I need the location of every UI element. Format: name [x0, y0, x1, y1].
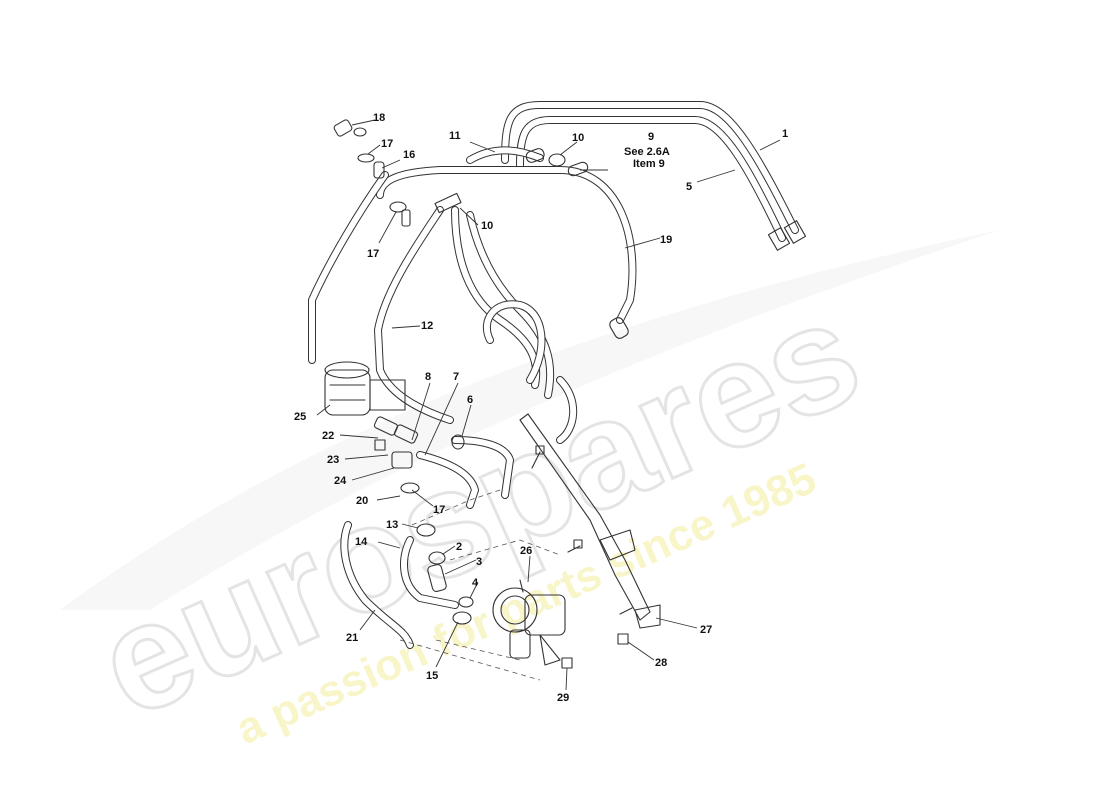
callout-9: 9 — [648, 131, 654, 143]
callout-20: 20 — [356, 495, 368, 507]
air-pump-25-icon — [324, 361, 406, 416]
callout-24: 24 — [334, 475, 347, 487]
hose-stub-icon — [525, 148, 545, 163]
valve-block-icon — [373, 416, 420, 494]
callout-7: 7 — [453, 371, 459, 383]
callout-28: 28 — [655, 657, 667, 669]
assembly-guides — [399, 489, 561, 681]
bolt-28-icon — [617, 633, 629, 645]
callout-10a: 10 — [572, 132, 584, 144]
callout-17c: 17 — [433, 504, 445, 516]
nut-29-icon — [561, 657, 573, 669]
clip-17b-icon — [389, 201, 407, 213]
pipe-connector-icon — [767, 220, 807, 251]
callout-12: 12 — [421, 320, 433, 332]
callout-17a: 17 — [381, 138, 393, 150]
callout-21: 21 — [346, 632, 358, 644]
cap-2-icon — [428, 551, 446, 565]
callout-22: 22 — [322, 430, 334, 442]
callout-8: 8 — [425, 371, 431, 383]
hose-end-icon — [567, 161, 589, 177]
callout-18: 18 — [373, 112, 385, 124]
clip-17-icon — [357, 153, 375, 163]
callout-15: 15 — [426, 670, 438, 682]
clip-10-icon — [548, 153, 566, 167]
bracket-27-icon — [519, 413, 661, 629]
connector-3-icon — [427, 563, 447, 593]
callout-3: 3 — [476, 556, 482, 568]
callout-1: 1 — [782, 128, 788, 140]
clip-15-icon — [452, 611, 472, 625]
callout-6: 6 — [467, 394, 473, 406]
note-item-line: Item 9 — [633, 158, 665, 170]
callout-16: 16 — [403, 149, 415, 161]
connector-10-icon — [434, 192, 462, 214]
watermark-swoosh — [60, 230, 1000, 610]
air-pump-26-icon — [492, 579, 566, 666]
callout-5: 5 — [686, 181, 692, 193]
callout-29: 29 — [557, 692, 569, 704]
pipe-assemblies — [308, 101, 799, 649]
connector-16-icon — [373, 161, 385, 179]
note-see-line: See 2.6A — [624, 146, 670, 158]
callout-labels: 1 2 3 4 5 6 7 8 9 10 10 11 12 13 14 15 1… — [294, 112, 788, 704]
callout-27: 27 — [700, 624, 712, 636]
pipe-stub-icon — [401, 209, 411, 227]
clip-13-icon — [416, 523, 436, 537]
callout-11: 11 — [449, 130, 461, 142]
callout-10b: 10 — [481, 220, 493, 232]
callout-2: 2 — [456, 541, 462, 553]
callout-13: 13 — [386, 519, 398, 531]
leader-lines — [316, 119, 781, 691]
callout-26: 26 — [520, 545, 532, 557]
clip-6-icon — [451, 434, 465, 450]
callout-23: 23 — [327, 454, 339, 466]
pipe-end-19-icon — [609, 317, 629, 339]
callout-4: 4 — [472, 577, 479, 589]
bolt-icon — [531, 445, 633, 615]
callout-14: 14 — [355, 536, 368, 548]
clip-4-icon — [458, 596, 474, 608]
fitting-18-icon — [333, 119, 367, 137]
callout-19: 19 — [660, 234, 672, 246]
callout-25: 25 — [294, 411, 306, 423]
components — [324, 119, 807, 669]
callout-17b: 17 — [367, 248, 379, 260]
